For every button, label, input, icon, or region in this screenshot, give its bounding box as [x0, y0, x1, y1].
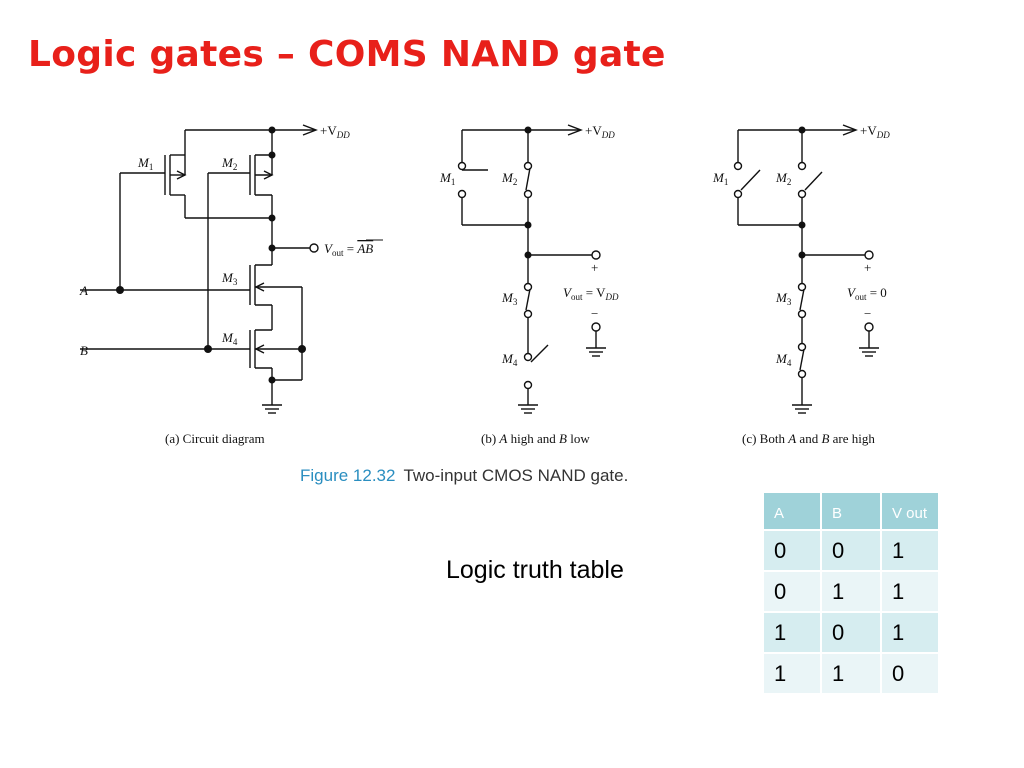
m4-label-c: M4 — [775, 351, 792, 368]
table-row: 1 0 1 — [762, 611, 940, 654]
vdd-label-c: +VDD — [860, 123, 890, 140]
m3-label-c: M3 — [775, 290, 792, 307]
plus-sign-b: + — [591, 260, 598, 275]
switch-model-c — [733, 124, 879, 414]
m3-label-a: M3 — [221, 270, 238, 287]
truth-table: A B V out 0 0 1 0 1 1 1 0 1 1 1 0 — [762, 491, 940, 695]
table-cell: 1 — [762, 652, 822, 695]
input-a-label: A — [79, 283, 88, 298]
table-row: 0 1 1 — [762, 570, 940, 613]
circuit-diagram-a — [80, 124, 319, 414]
switch-model-b — [457, 124, 606, 414]
m3-label-b: M3 — [501, 290, 518, 307]
slide-title: Logic gates – COMS NAND gate — [28, 34, 666, 75]
header-a: A — [762, 491, 822, 531]
vout-label-c: Vout = 0 — [847, 285, 887, 302]
table-cell: 1 — [880, 611, 940, 654]
table-cell: 0 — [762, 570, 822, 613]
table-row: 1 1 0 — [762, 652, 940, 695]
m4-label-a: M4 — [221, 330, 238, 347]
table-cell: 1 — [820, 652, 882, 695]
m1-label-c: M1 — [712, 170, 728, 187]
vout-label-b: Vout = VDD — [563, 285, 619, 302]
header-vout: V out — [880, 491, 940, 531]
m2-label-b: M2 — [501, 170, 517, 187]
m4-label-b: M4 — [501, 351, 518, 368]
table-cell: 0 — [880, 652, 940, 695]
m2-label-c: M2 — [775, 170, 791, 187]
cmos-nand-figure: +VDD +VDD +VDD M1 M2 M3 M4 A B Vout = AB… — [79, 123, 890, 446]
header-b: B — [820, 491, 882, 531]
vdd-label-b: +VDD — [585, 123, 615, 140]
table-cell: 1 — [880, 570, 940, 613]
figure-caption: Figure 12.32 Two-input CMOS NAND gate. — [300, 466, 628, 486]
m2-label-a: M2 — [221, 155, 237, 172]
minus-sign-b: − — [591, 306, 598, 321]
panel-b-caption: (b) A high and B low — [481, 431, 590, 446]
table-row: 0 0 1 — [762, 529, 940, 572]
m1-label-b: M1 — [439, 170, 455, 187]
panel-a-caption: (a) Circuit diagram — [165, 431, 265, 446]
table-cell: 0 — [820, 611, 882, 654]
vdd-label-a: +VDD — [320, 123, 350, 140]
panel-c-caption: (c) Both A and B are high — [742, 431, 875, 446]
figure-number: Figure 12.32 — [300, 466, 396, 485]
input-b-label: B — [80, 343, 88, 358]
vout-label-a: Vout = AB — [324, 241, 373, 258]
table-cell: 1 — [880, 529, 940, 572]
m1-label-a: M1 — [137, 155, 153, 172]
truth-table-label: Logic truth table — [446, 556, 624, 584]
plus-sign-c: + — [864, 260, 871, 275]
junction-dots — [116, 126, 806, 384]
truth-table-header-row: A B V out — [762, 491, 940, 531]
table-cell: 1 — [820, 570, 882, 613]
table-cell: 1 — [762, 611, 822, 654]
table-cell: 0 — [820, 529, 882, 572]
table-cell: 0 — [762, 529, 822, 572]
minus-sign-c: − — [864, 306, 871, 321]
figure-caption-text: Two-input CMOS NAND gate. — [403, 466, 629, 485]
